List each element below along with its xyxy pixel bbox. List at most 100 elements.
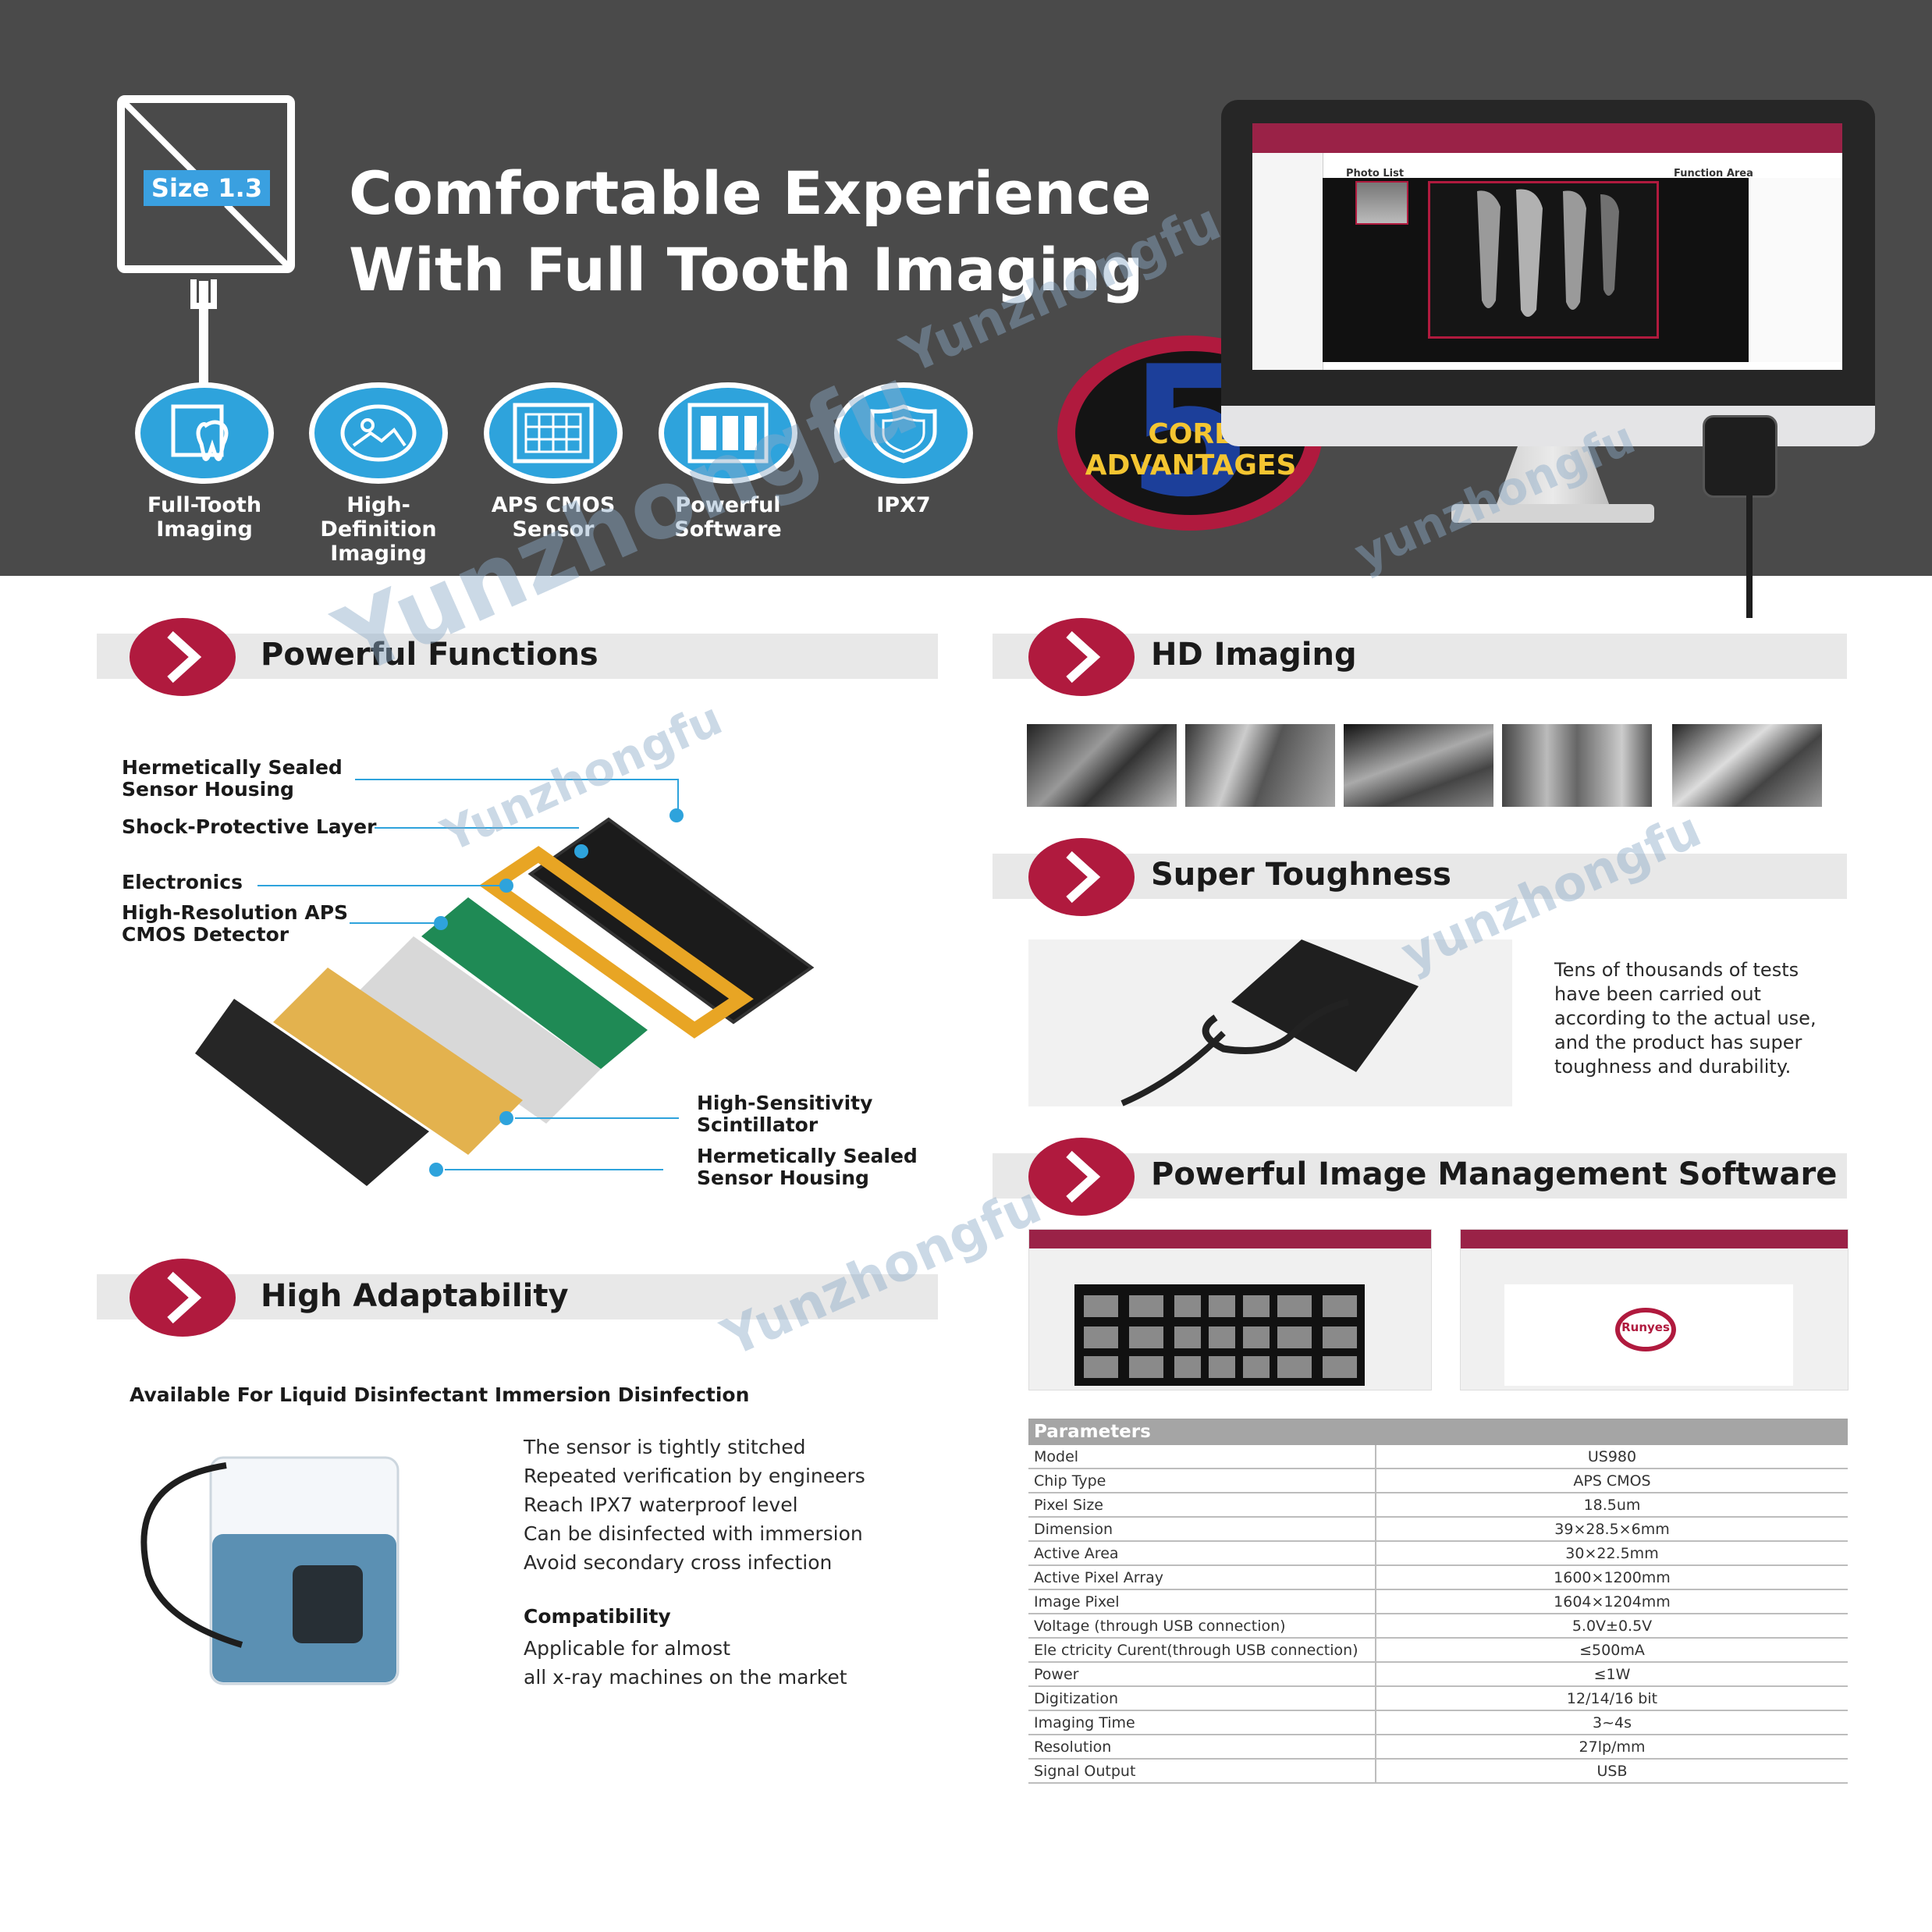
tooth-icon [171,404,229,461]
label-electronics: Electronics [122,871,243,893]
exploded-sensor-diagram [195,817,815,1186]
software-title: Powerful Image Management Software [1151,1156,1838,1192]
runyes-logo [1615,1308,1676,1351]
thumbnail-xray [1355,181,1408,225]
advantage-powerful-software [659,382,797,484]
parameter-key: Signal Output [1028,1759,1376,1784]
core-label-line2: ADVANTAGES [1085,449,1297,481]
callout-dot-5 [499,1111,513,1125]
advantage-aps-cmos [484,382,623,484]
functions-header-bar [97,634,938,679]
software-screenshot-2: Runyes [1460,1229,1849,1390]
callout-line-1 [355,779,679,780]
chevron-right-icon [1066,851,1101,904]
parameter-key: Active Pixel Array [1028,1565,1376,1590]
flexible-sensor-image [1028,939,1512,1106]
advantage-label-5: IPX7 [876,493,931,517]
chevron-right-icon [167,630,202,684]
label-shock-layer: Shock-Protective Layer [122,815,377,838]
parameter-value: 30×22.5mm [1376,1541,1848,1566]
parameter-value: 5.0V±0.5V [1376,1614,1848,1639]
hd-xray-3 [1344,724,1493,807]
parameter-key: Model [1028,1445,1376,1469]
parameter-value: US980 [1376,1445,1848,1469]
xray-teeth-icon [1477,189,1619,317]
parameter-key: Voltage (through USB connection) [1028,1614,1376,1639]
callout-dot-2 [574,844,588,858]
chevron-right-icon [167,1271,202,1324]
size-diagram [117,95,295,273]
hd-title: HD Imaging [1151,637,1357,673]
compatibility-title: Compatibility [524,1605,671,1628]
functions-chevron [130,618,236,696]
hero-title-line1: Comfortable Experience [349,158,1152,228]
adaptability-chevron [130,1259,236,1337]
hd-header-bar [993,634,1847,679]
diagonal-lines-icon [125,103,287,265]
chip-grid-icon [513,403,594,463]
parameter-key: Digitization [1028,1686,1376,1711]
parameter-value: USB [1376,1759,1848,1784]
disinfectant-beaker-image [140,1456,400,1685]
parameter-key: Resolution [1028,1735,1376,1760]
adaptability-subtitle: Available For Liquid Disinfectant Immers… [130,1383,750,1406]
callout-line-6 [445,1169,663,1170]
image-icon [340,404,417,462]
callout-line-1-drop [677,779,679,812]
parameters-header-row: Parameters [1028,1419,1848,1445]
callout-dot-6 [429,1163,443,1177]
core-label-line1: CORE [1148,418,1234,450]
software-chevron [1028,1138,1135,1216]
parameter-key: Imaging Time [1028,1710,1376,1735]
callout-dot-4 [434,916,448,930]
function-area-label: Function Area [1674,168,1753,179]
parameter-value: ≤1W [1376,1662,1848,1687]
hd-chevron [1028,618,1135,696]
parameter-key: Power [1028,1662,1376,1687]
parameter-key: Dimension [1028,1517,1376,1542]
sensor-device [1703,415,1778,498]
chevron-right-icon [1066,630,1101,684]
hd-xray-1 [1027,724,1177,807]
toughness-title: Super Toughness [1151,857,1451,893]
parameter-row: Voltage (through USB connection)5.0V±0.5… [1028,1614,1848,1639]
sensor-cable [1746,493,1753,618]
parameter-value: 27lp/mm [1376,1735,1848,1760]
hero-title-line2: With Full Tooth Imaging [349,235,1144,304]
parameter-row: Power≤1W [1028,1662,1848,1687]
parameter-value: 3~4s [1376,1710,1848,1735]
advantage-full-tooth [135,382,274,484]
adaptability-header-bar [97,1274,938,1319]
callout-line-4 [350,922,435,924]
runyes-logo-text: Runyes [1621,1320,1670,1334]
hd-xray-2 [1185,724,1335,807]
monitor-stand-base [1451,504,1654,523]
parameter-row: Ele ctricity Curent(through USB connecti… [1028,1638,1848,1663]
callout-line-2 [375,827,579,829]
parameter-key: Image Pixel [1028,1589,1376,1614]
toughness-chevron [1028,838,1135,916]
parameter-key: Ele ctricity Curent(through USB connecti… [1028,1638,1376,1663]
adaptability-points: The sensor is tightly stitched Repeated … [524,1436,865,1574]
software-header-bar [993,1153,1847,1199]
monitor-stand [1494,446,1611,510]
parameter-value: 39×28.5×6mm [1376,1517,1848,1542]
parameter-value: ≤500mA [1376,1638,1848,1663]
